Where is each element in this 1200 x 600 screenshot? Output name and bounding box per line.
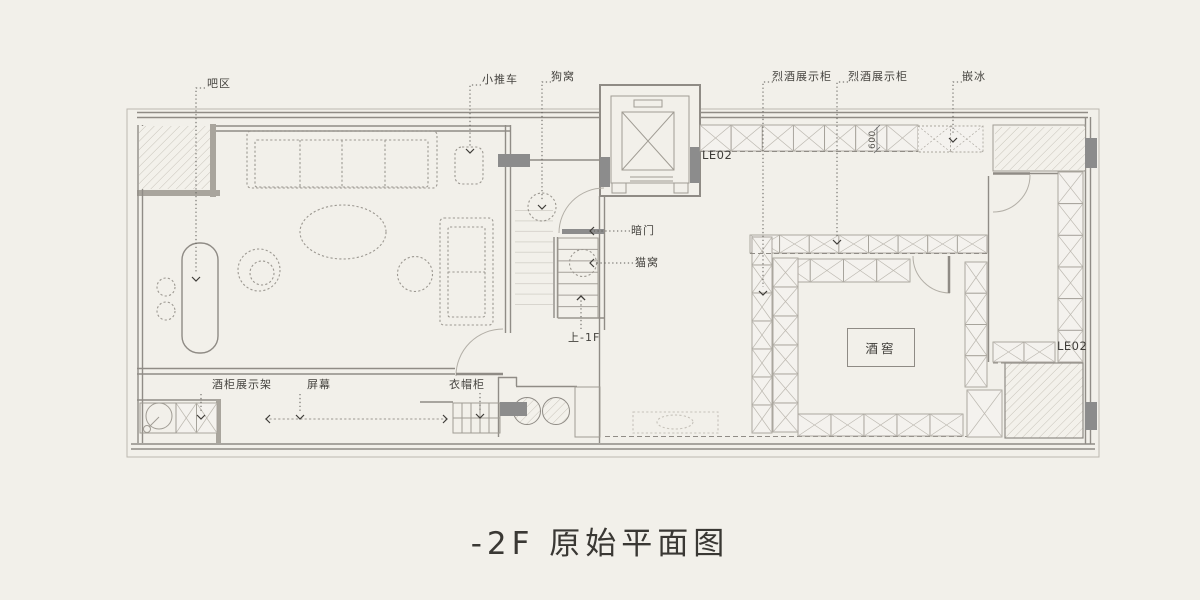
sink-cabinet [139, 402, 177, 434]
wall-block-lobby [498, 154, 530, 167]
cabinet-cellar-right [964, 261, 988, 388]
cabinet-cellar-bottom [797, 413, 964, 437]
cabinet-cellar-inner-left [772, 257, 799, 433]
label-screen: 屏幕 [307, 378, 331, 391]
lounge-chair [237, 248, 281, 292]
wine-cellar-text: 酒窖 [865, 341, 897, 356]
bar-stool [156, 301, 176, 321]
hidden-door-leaf [562, 229, 604, 234]
hatch-block-top-right [995, 127, 1085, 170]
furniture [139, 130, 719, 434]
elevator-door [630, 176, 673, 182]
utility-machines [500, 397, 570, 425]
label-cloak-cabinet: 衣帽柜 [449, 378, 485, 391]
doors [455, 172, 1031, 377]
small-round-table [396, 255, 434, 293]
wine-cellar-room-label: 酒窖 [847, 328, 915, 367]
elevator-shaft [599, 84, 701, 197]
hatched-blocks [139, 126, 1085, 439]
display-cabinets [175, 124, 1084, 438]
cabinet-cellar-outer-left [751, 236, 773, 434]
label-le02-corner: LE02 [1057, 339, 1088, 353]
cart-outline [454, 146, 484, 185]
annotation-leaders [191, 81, 962, 420]
label-spirits-cabinet-left: 烈酒展示柜 [772, 70, 832, 83]
dimension-600-text: 600 [868, 130, 878, 149]
label-le02-elevator: LE02 [702, 148, 733, 162]
label-inset-ice: 嵌冰 [962, 70, 986, 83]
label-cat-bed: 猫窝 [635, 256, 659, 269]
hatch-block-bottom-right [1004, 362, 1084, 439]
cat-bed-circle [568, 248, 598, 278]
hatch-block-top-left [139, 126, 210, 189]
wall-block-right-bottom [1085, 402, 1097, 430]
page-title: -2F 原始平面图 [470, 526, 730, 562]
wall-block-right-top [1085, 138, 1097, 168]
cabinet-wine-rack [175, 402, 218, 434]
cabinet-right-room-bottom [992, 341, 1056, 363]
label-up-to-1f: 上-1F [568, 331, 601, 344]
dimension-600 [873, 124, 881, 154]
bar-stool [156, 277, 176, 297]
oval-table [299, 204, 387, 260]
cabinet-top-wall [699, 124, 919, 152]
label-bar-area: 吧区 [207, 77, 231, 90]
label-wine-display-rack: 酒柜展示架 [212, 378, 272, 391]
dog-bed-circle [527, 192, 557, 222]
label-spirits-cabinet-right: 烈酒展示柜 [848, 70, 908, 83]
label-dog-bed: 狗窝 [551, 70, 575, 83]
label-cart: 小推车 [482, 73, 518, 86]
label-hidden-door: 暗门 [631, 224, 655, 237]
cabinet-corner-box [966, 389, 1003, 438]
cabinet-right-wall [1057, 171, 1084, 363]
cloak-cabinet-box [452, 402, 501, 434]
stairs [515, 209, 599, 319]
bar-counter [181, 242, 219, 354]
sofa-long [246, 130, 438, 189]
sofa-two-seat [439, 217, 494, 326]
elevator-car [621, 111, 675, 171]
cabinet-cellar-outer-top [749, 234, 988, 254]
